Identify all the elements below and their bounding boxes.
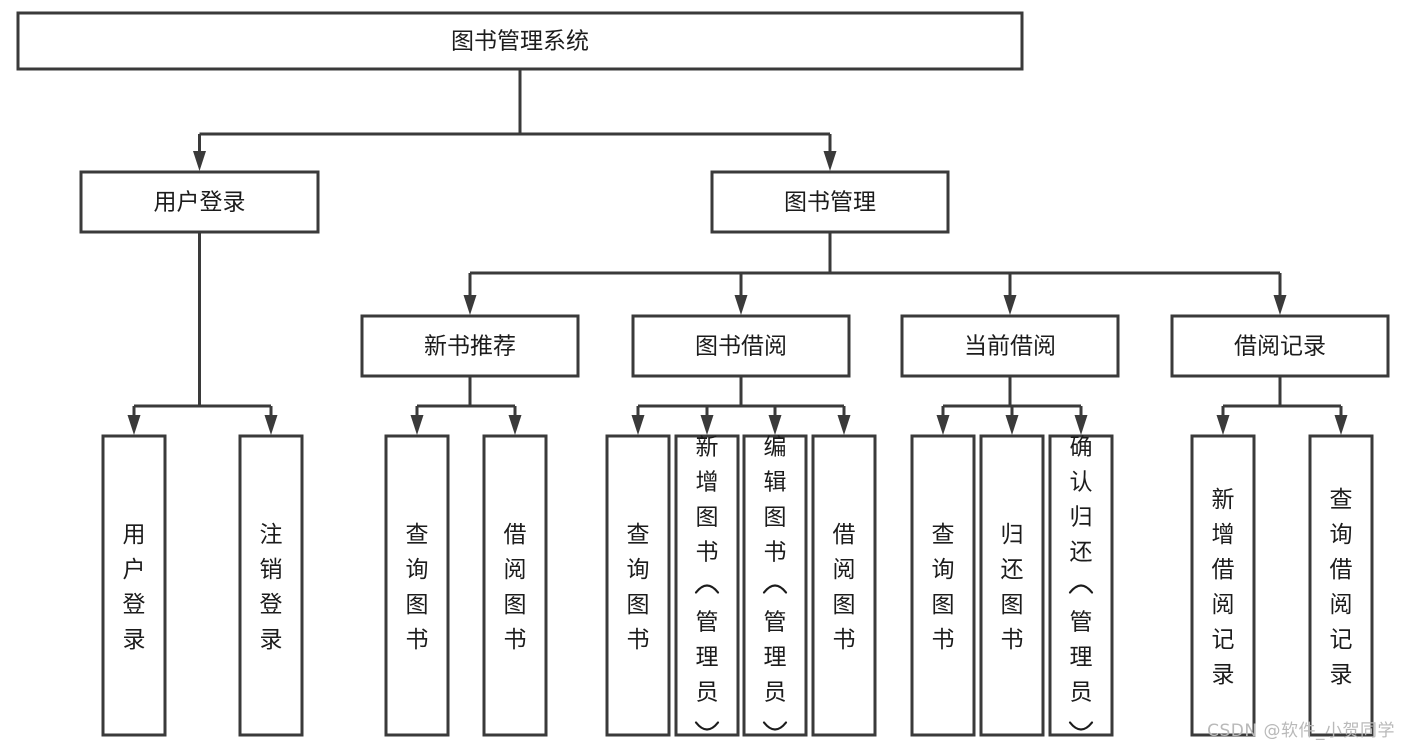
node-label: 查询图书 (627, 522, 650, 653)
node-label: 图书管理 (784, 190, 876, 216)
connector-layer (127, 69, 1348, 435)
close-paren-glyph (1068, 721, 1094, 731)
node-current[interactable]: 当前借阅 (900, 314, 1120, 378)
close-paren-glyph (762, 721, 788, 731)
node-label: 新书推荐 (424, 334, 516, 360)
node-label: 用户登录 (123, 522, 146, 653)
node-box (1048, 434, 1114, 737)
open-paren-glyph (762, 584, 788, 594)
node-label: 注销登录 (260, 522, 283, 653)
node-bookmgr[interactable]: 图书管理 (710, 170, 950, 234)
node-l1[interactable]: 用户登录 (101, 434, 167, 737)
node-box (101, 434, 167, 737)
node-box (16, 11, 1024, 71)
node-label: 图书管理系统 (451, 29, 589, 55)
node-box (910, 434, 976, 737)
node-box (811, 434, 877, 737)
node-l2[interactable]: 注销登录 (238, 434, 304, 737)
node-label: 查询借阅记录 (1330, 487, 1353, 688)
node-newrec[interactable]: 新书推荐 (360, 314, 580, 378)
node-box (238, 434, 304, 737)
node-label: 查询图书 (932, 522, 955, 653)
node-label: 借阅图书 (504, 522, 527, 653)
node-label: 新增图书 管理员 (694, 434, 720, 740)
node-label: 新增借阅记录 (1212, 487, 1235, 688)
close-paren-glyph (694, 721, 720, 731)
node-l6[interactable]: 新增图书 管理员 (674, 434, 740, 740)
node-label: 归还图书 (1001, 522, 1024, 653)
node-box (79, 170, 320, 234)
node-label: 确认归还 管理员 (1068, 434, 1094, 740)
node-layer: 图书管理系统用户登录图书管理新书推荐图书借阅当前借阅借阅记录用户登录注销登录查询… (16, 11, 1390, 740)
node-label: 编辑图书 管理员 (762, 434, 788, 740)
node-box (1170, 314, 1390, 378)
node-box (1190, 434, 1256, 737)
node-login[interactable]: 用户登录 (79, 170, 320, 234)
node-l3[interactable]: 查询图书 (384, 434, 450, 737)
node-label: 借阅记录 (1234, 334, 1326, 360)
open-paren-glyph (1068, 584, 1094, 594)
node-label: 用户登录 (154, 190, 246, 216)
node-borrow[interactable]: 图书借阅 (631, 314, 851, 378)
node-l9[interactable]: 查询图书 (910, 434, 976, 737)
node-l12[interactable]: 新增借阅记录 (1190, 434, 1256, 737)
node-l4[interactable]: 借阅图书 (482, 434, 548, 737)
node-l11[interactable]: 确认归还 管理员 (1048, 434, 1114, 740)
node-label: 图书借阅 (695, 334, 787, 360)
node-l7[interactable]: 编辑图书 管理员 (742, 434, 808, 740)
node-label: 当前借阅 (964, 334, 1056, 360)
node-box (605, 434, 671, 737)
node-box (710, 170, 950, 234)
node-root[interactable]: 图书管理系统 (16, 11, 1024, 71)
node-label: 查询图书 (406, 522, 429, 653)
node-label: 借阅图书 (833, 522, 856, 653)
node-box (900, 314, 1120, 378)
node-box (1308, 434, 1374, 737)
node-box (482, 434, 548, 737)
node-box (979, 434, 1045, 737)
open-paren-glyph (694, 584, 720, 594)
watermark-text: CSDN @软件_小贺同学 (1207, 721, 1395, 741)
node-box (360, 314, 580, 378)
node-box (384, 434, 450, 737)
node-records[interactable]: 借阅记录 (1170, 314, 1390, 378)
node-l5[interactable]: 查询图书 (605, 434, 671, 737)
node-l10[interactable]: 归还图书 (979, 434, 1045, 737)
node-l13[interactable]: 查询借阅记录 (1308, 434, 1374, 737)
node-l8[interactable]: 借阅图书 (811, 434, 877, 737)
node-box (631, 314, 851, 378)
